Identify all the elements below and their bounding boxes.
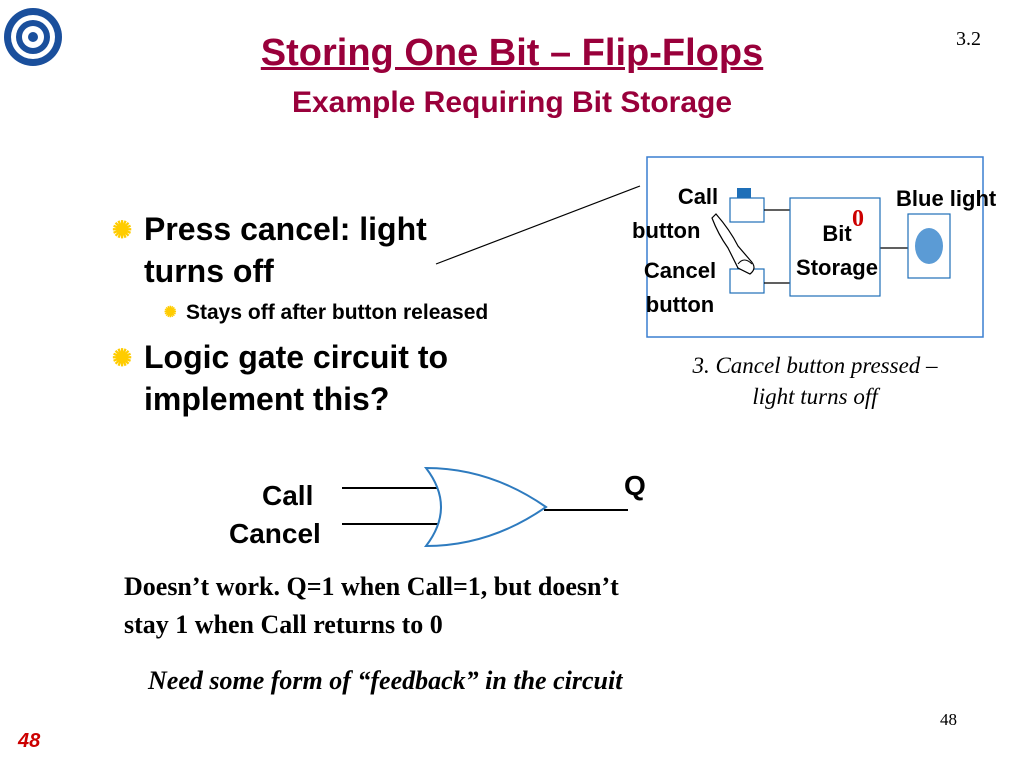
call-button-body: [729, 197, 765, 223]
slide-subtitle: Example Requiring Bit Storage: [291, 86, 733, 119]
bullet-list: ✺ Press cancel: light turns off ✺ Stays …: [112, 208, 532, 420]
gate-output-q: Q: [624, 470, 646, 501]
cancel-label: Cancel: [643, 258, 717, 283]
sub-bullet-text: Stays off after button released: [186, 301, 489, 324]
or-gate-shape: [423, 466, 548, 548]
bullet-text-line: Press cancel: light: [144, 211, 427, 247]
sun-bullet-icon: ✺: [112, 217, 133, 244]
university-seal-logo: [4, 8, 62, 66]
blue-light: [915, 228, 943, 264]
or-gate-diagram: [342, 466, 628, 548]
call-label: Call: [677, 184, 719, 209]
slide-title: Storing One Bit – Flip-Flops: [260, 32, 764, 74]
page-number: 48: [940, 710, 957, 729]
bit-value: 0: [852, 206, 864, 232]
bit-label: Bit: [822, 221, 852, 246]
call-button-label: button: [632, 218, 701, 243]
section-number: 3.2: [956, 28, 981, 50]
storage-label: Storage: [796, 255, 878, 280]
caption-line: 3. Cancel button pressed –: [692, 353, 938, 378]
bit-storage-box: [789, 197, 881, 297]
note-line: Doesn’t work. Q=1 when Call=1, but doesn…: [124, 572, 619, 601]
sun-bullet-icon: ✺: [164, 304, 177, 321]
bullet-item: ✺ Logic gate circuit to implement this?: [112, 336, 532, 420]
note-line: stay 1 when Call returns to 0: [124, 610, 443, 639]
diagram-caption: 3. Cancel button pressed – light turns o…: [630, 350, 1000, 412]
caption-line: light turns off: [752, 384, 878, 409]
bit-storage-diagram: [646, 156, 984, 338]
sun-bullet-icon: ✺: [112, 345, 133, 372]
bullet-item: ✺ Press cancel: light turns off: [112, 208, 532, 292]
sub-bullet-item: ✺ Stays off after button released: [164, 300, 532, 326]
explanation-note: Doesn’t work. Q=1 when Call=1, but doesn…: [124, 568, 824, 644]
bullet-text-line: Logic gate circuit to: [144, 339, 449, 375]
gate-input-call: Call: [262, 480, 314, 511]
call-button-cap: [737, 188, 751, 198]
pointer-line: [435, 185, 641, 265]
bullet-text-line: implement this?: [144, 381, 390, 417]
feedback-note: Need some form of “feedback” in the circ…: [148, 666, 623, 695]
gate-input-cancel: Cancel: [229, 518, 321, 549]
cancel-button-label: button: [645, 292, 715, 317]
pressing-finger-icon: [711, 213, 755, 275]
bullet-text-line: turns off: [144, 253, 274, 289]
footer-slide-number: 48: [18, 730, 41, 752]
blue-light-label: Blue light: [896, 186, 997, 211]
